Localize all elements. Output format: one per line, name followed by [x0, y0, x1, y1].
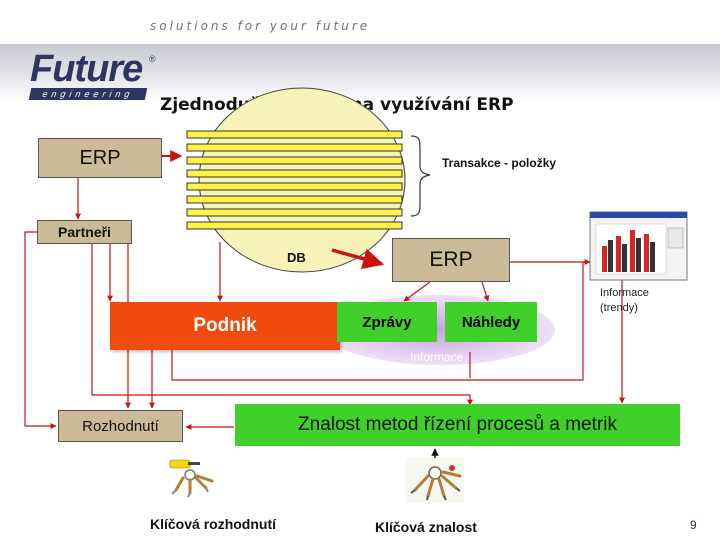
informace-trendy-label: Informace (trendy): [600, 287, 649, 314]
podnik-box: Podnik: [110, 302, 340, 350]
znalost-box: Znalost metod řízení procesů a metrik: [235, 404, 680, 446]
caption-klicova-znalost: Klíčová znalost: [375, 519, 477, 535]
keys-icon: [169, 459, 214, 498]
nahledy-box: Náhledy: [445, 302, 537, 342]
partneri-box: Partneři: [37, 220, 132, 244]
informace-label: Informace: [410, 350, 464, 364]
erp-box-top: ERP: [38, 138, 162, 178]
keys-icon: [406, 458, 464, 503]
page-number: 9: [690, 518, 697, 532]
db-ellipse: [198, 87, 406, 273]
transakce-label: Transakce - položky: [442, 156, 557, 170]
tagline: solutions for your future: [150, 19, 371, 33]
logo-future: Future: [30, 48, 143, 90]
zpravy-box: Zprávy: [337, 302, 437, 342]
chart-screenshot-icon: [589, 211, 688, 281]
db-to-erp-arrow: [331, 248, 385, 270]
db-label: DB: [287, 250, 306, 265]
brace: [410, 135, 431, 217]
erp-box-mid: ERP: [392, 238, 510, 282]
transaction-bars: [186, 130, 403, 230]
rozhodnuti-box: Rozhodnutí: [58, 410, 183, 442]
logo-registered-mark: ®: [149, 54, 156, 64]
caption-klicova-rozhodnuti: Klíčová rozhodnutí: [150, 516, 276, 532]
